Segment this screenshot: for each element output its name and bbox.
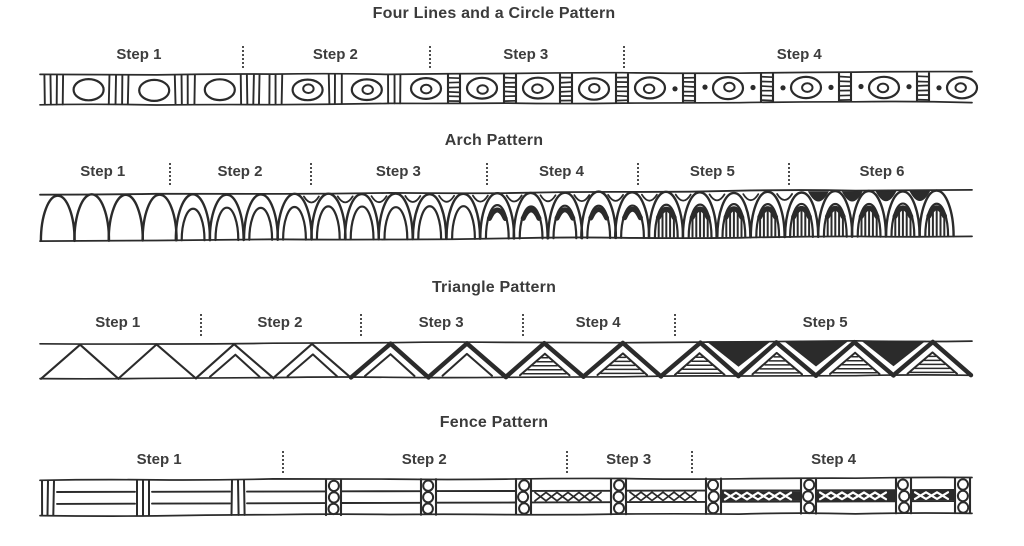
fence-step-4-art — [704, 476, 972, 515]
arch-step-6-art — [783, 189, 955, 239]
triangle-band — [39, 339, 974, 380]
step-label: Step 4 — [575, 314, 621, 331]
step-label: Step 2 — [217, 163, 263, 180]
pattern-title: Triangle Pattern — [431, 279, 557, 296]
pattern-section-fence: Fence Pattern Step 1 Step 2 Step 3 Step 4 — [36, 411, 980, 523]
step-separator — [674, 314, 677, 336]
step-separator — [282, 451, 285, 473]
fence-step-3-art — [531, 477, 706, 516]
step-label: Step 1 — [80, 163, 126, 180]
pattern-title: Fence Pattern — [439, 414, 549, 431]
step-label: Step 2 — [401, 451, 447, 468]
arch-step-2-art — [174, 192, 313, 242]
step-label: Step 3 — [418, 314, 464, 331]
arch-step-5-art — [641, 190, 793, 239]
step-label: Step 3 — [375, 163, 421, 180]
fence-step-1-art — [41, 479, 246, 517]
step-label: Step 4 — [811, 451, 857, 468]
step-label: Step 2 — [257, 314, 303, 331]
steps-row: Step 1 Step 2 Step 3 Step 4 Step 5 — [36, 302, 976, 336]
triangle-step-4-art — [503, 340, 664, 379]
step-separator — [360, 314, 363, 336]
step-label: Step 4 — [776, 46, 822, 63]
step-label: Step 3 — [503, 46, 549, 63]
step-separator — [691, 451, 694, 473]
four-lines-circle-step-4-art — [633, 72, 979, 103]
steps-row: Step 1 Step 2 Step 3 Step 4 — [36, 28, 976, 68]
fence-band — [39, 476, 973, 517]
steps-row: Step 1 Step 2 Step 3 Step 4 — [36, 437, 976, 473]
arch-step-4-art — [479, 190, 651, 240]
step-label: Step 5 — [689, 163, 735, 180]
four-lines-circle-band — [39, 70, 979, 106]
fence-step-2-art — [246, 477, 533, 517]
step-separator — [788, 163, 790, 185]
step-separator — [521, 314, 524, 336]
steps-row: Step 1 Step 2 Step 3 Step 4 Step 5 Step 6 — [36, 155, 976, 185]
four-lines-circle-step-2-art — [268, 73, 443, 105]
triangle-step-5-art — [658, 339, 974, 379]
step-label: Step 6 — [859, 163, 905, 180]
four-lines-circle-step-3-art — [446, 73, 630, 104]
step-separator — [486, 163, 489, 185]
pattern-title: Arch Pattern — [444, 132, 544, 149]
step-separator — [310, 163, 313, 185]
pattern-title: Four Lines and a Circle Pattern — [372, 5, 616, 22]
arch-band — [39, 189, 973, 243]
step-label: Step 1 — [136, 451, 182, 468]
triangle-step-2-art — [194, 342, 353, 380]
step-separator — [566, 451, 569, 473]
step-label: Step 4 — [538, 163, 584, 180]
step-separator — [428, 46, 431, 68]
step-label: Step 1 — [95, 314, 141, 331]
arch-step-3-art — [303, 192, 489, 241]
step-separator — [622, 46, 625, 68]
step-label: Step 2 — [312, 46, 358, 63]
arch-step-1-art — [39, 193, 178, 243]
triangle-step-3-art — [348, 341, 509, 380]
step-separator — [199, 314, 202, 336]
step-separator — [169, 163, 172, 185]
step-label: Step 1 — [116, 46, 162, 63]
triangle-step-1-art — [39, 343, 198, 380]
step-label: Step 3 — [606, 451, 652, 468]
step-separator — [636, 163, 639, 185]
step-label: Step 5 — [802, 314, 848, 331]
step-separator — [241, 46, 244, 68]
four-lines-circle-step-1-art — [43, 73, 261, 106]
